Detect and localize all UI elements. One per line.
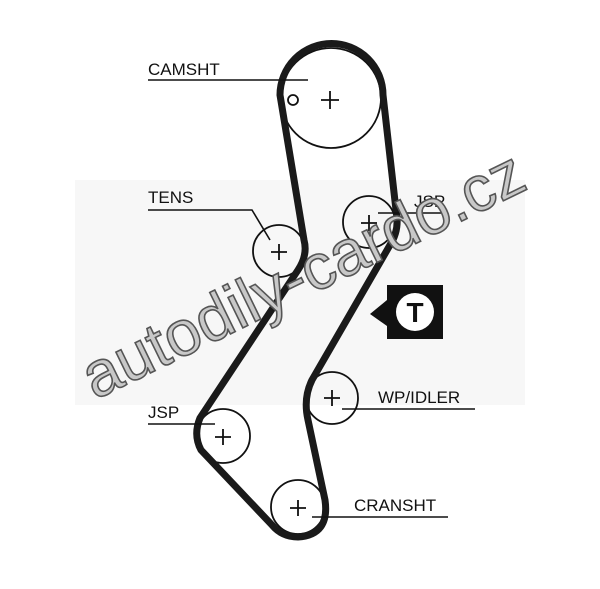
tensioner-label: TENS	[148, 188, 193, 207]
camshaft-label: CAMSHT	[148, 60, 220, 79]
tension-marker-letter: T	[406, 297, 423, 328]
tension-marker-icon: T	[370, 285, 443, 339]
pulley-centers	[215, 91, 377, 516]
crankshaft-label: CRANSHT	[354, 496, 436, 515]
tensioner-leader	[148, 209, 271, 241]
timing-belt	[193, 40, 401, 541]
jsp-bottom-label: JSP	[148, 403, 179, 422]
camshaft-pulley	[280, 47, 382, 149]
camshaft-mark	[287, 94, 299, 106]
jsp-top-label: JSP	[414, 192, 445, 211]
wp-idler-label: WP/IDLER	[378, 388, 460, 407]
